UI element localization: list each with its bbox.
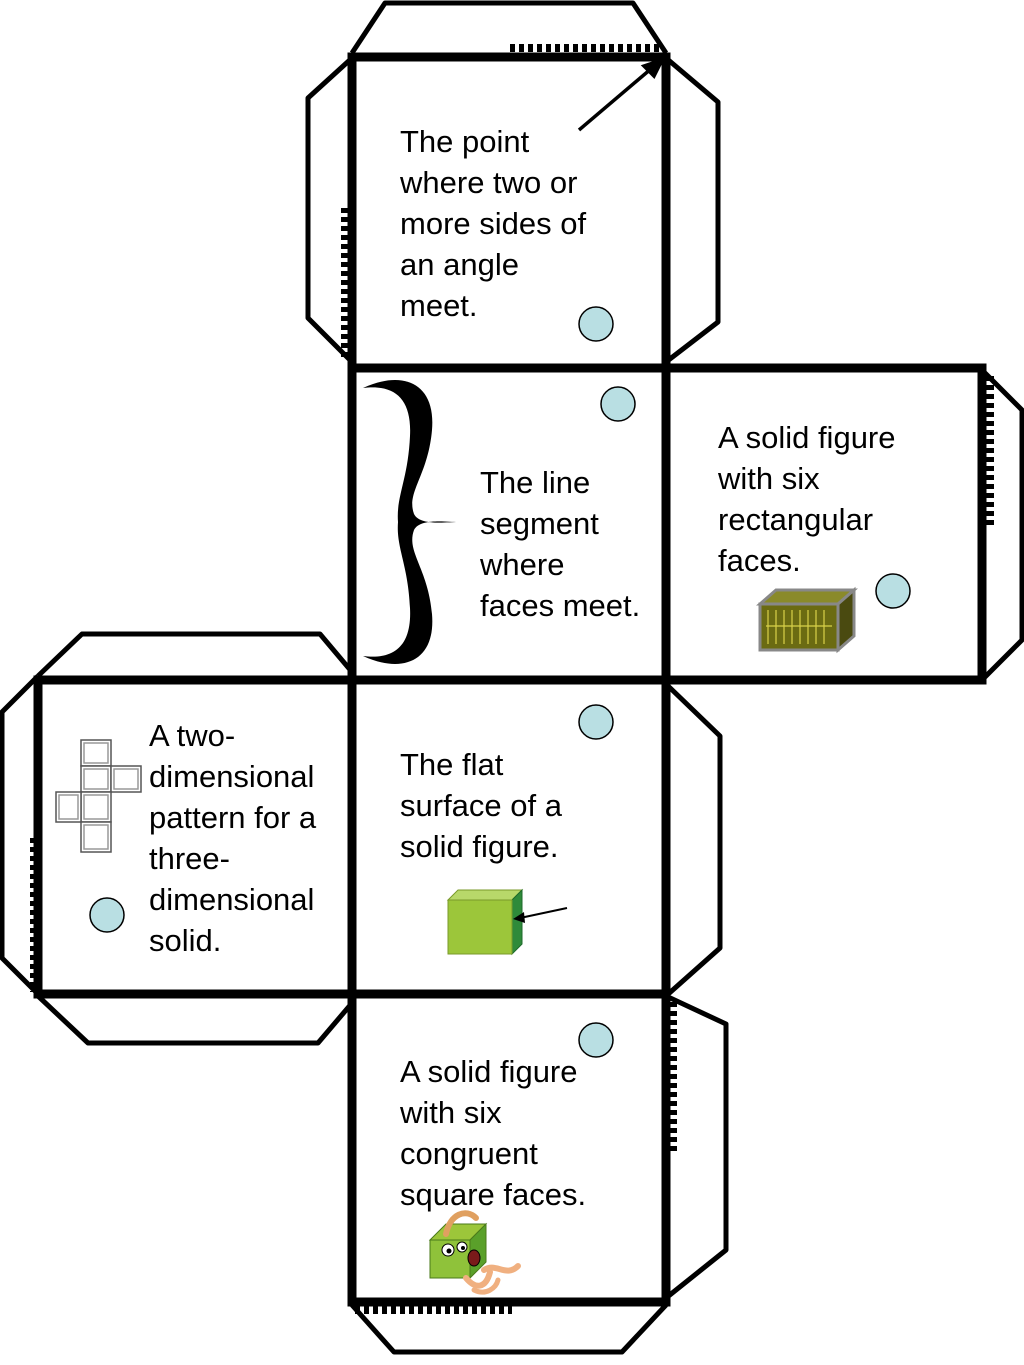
net-line-2: dimensional (149, 759, 315, 794)
net-definition: A two- dimensional pattern for a three- … (149, 715, 316, 961)
rectangular-prism-definition: A solid figure with six rectangular face… (718, 417, 896, 581)
cube-icon (446, 888, 568, 956)
arrow-icon (577, 57, 666, 132)
net-icon (55, 739, 142, 853)
face-right (661, 363, 987, 685)
vertex-definition: The point where two or more sides of an … (400, 121, 586, 326)
tab-left-top (36, 631, 354, 678)
vertex-line-2: where two or (400, 165, 578, 200)
curly-brace-icon (363, 380, 458, 664)
tab-top (349, 0, 669, 55)
dot-left (89, 897, 125, 933)
prism-line-4: faces. (718, 543, 801, 578)
edge-line-4: faces meet. (480, 588, 641, 623)
dot-middle (578, 704, 614, 740)
vertex-line-4: an angle (400, 247, 519, 282)
net-line-6: solid. (149, 923, 222, 958)
edge-line-3: where (480, 547, 565, 582)
net-line-3: pattern for a (149, 800, 317, 835)
cube-line-4: square faces. (400, 1177, 587, 1212)
dot-center (600, 386, 636, 422)
tab-left-left (0, 674, 40, 996)
tab-bottom-right (664, 993, 729, 1300)
edge-definition: The line segment where faces meet. (480, 462, 640, 626)
face-line-1: The flat (400, 747, 504, 782)
prism-line-2: with six (718, 461, 820, 496)
vertex-line-5: meet. (400, 288, 478, 323)
cube-character-icon (428, 1210, 521, 1295)
dots (89, 306, 911, 1058)
edge-line-2: segment (480, 506, 599, 541)
cube-definition: A solid figure with six congruent square… (400, 1051, 586, 1215)
vertex-line-1: The point (400, 124, 530, 159)
prism-line-1: A solid figure (718, 420, 896, 455)
tab-top-right (664, 56, 721, 364)
tab-bottom (350, 1303, 668, 1355)
face-line-3: solid figure. (400, 829, 559, 864)
cube-line-2: with six (400, 1095, 502, 1130)
cube-line-3: congruent (400, 1136, 538, 1171)
net-line-1: A two- (149, 718, 236, 753)
face-definition: The flat surface of a solid figure. (400, 744, 562, 867)
prism-line-3: rectangular (718, 502, 874, 537)
dot-right (875, 573, 911, 609)
net-line-5: dimensional (149, 882, 315, 917)
dot-bottom (578, 1022, 614, 1058)
edge-line-1: The line (480, 465, 591, 500)
tab-right-right (980, 368, 1024, 682)
tab-top-left (305, 56, 354, 364)
tab-left-bottom (36, 994, 354, 1046)
vertex-line-3: more sides of (400, 206, 587, 241)
cube-faces (33, 52, 987, 1307)
net-line-4: three- (149, 841, 230, 876)
prism-icon (756, 586, 858, 654)
face-line-2: surface of a (400, 788, 562, 823)
face-bottom (347, 989, 671, 1307)
cube-line-1: A solid figure (400, 1054, 578, 1089)
tab-middle-right (664, 682, 723, 998)
dot-top (578, 306, 614, 342)
